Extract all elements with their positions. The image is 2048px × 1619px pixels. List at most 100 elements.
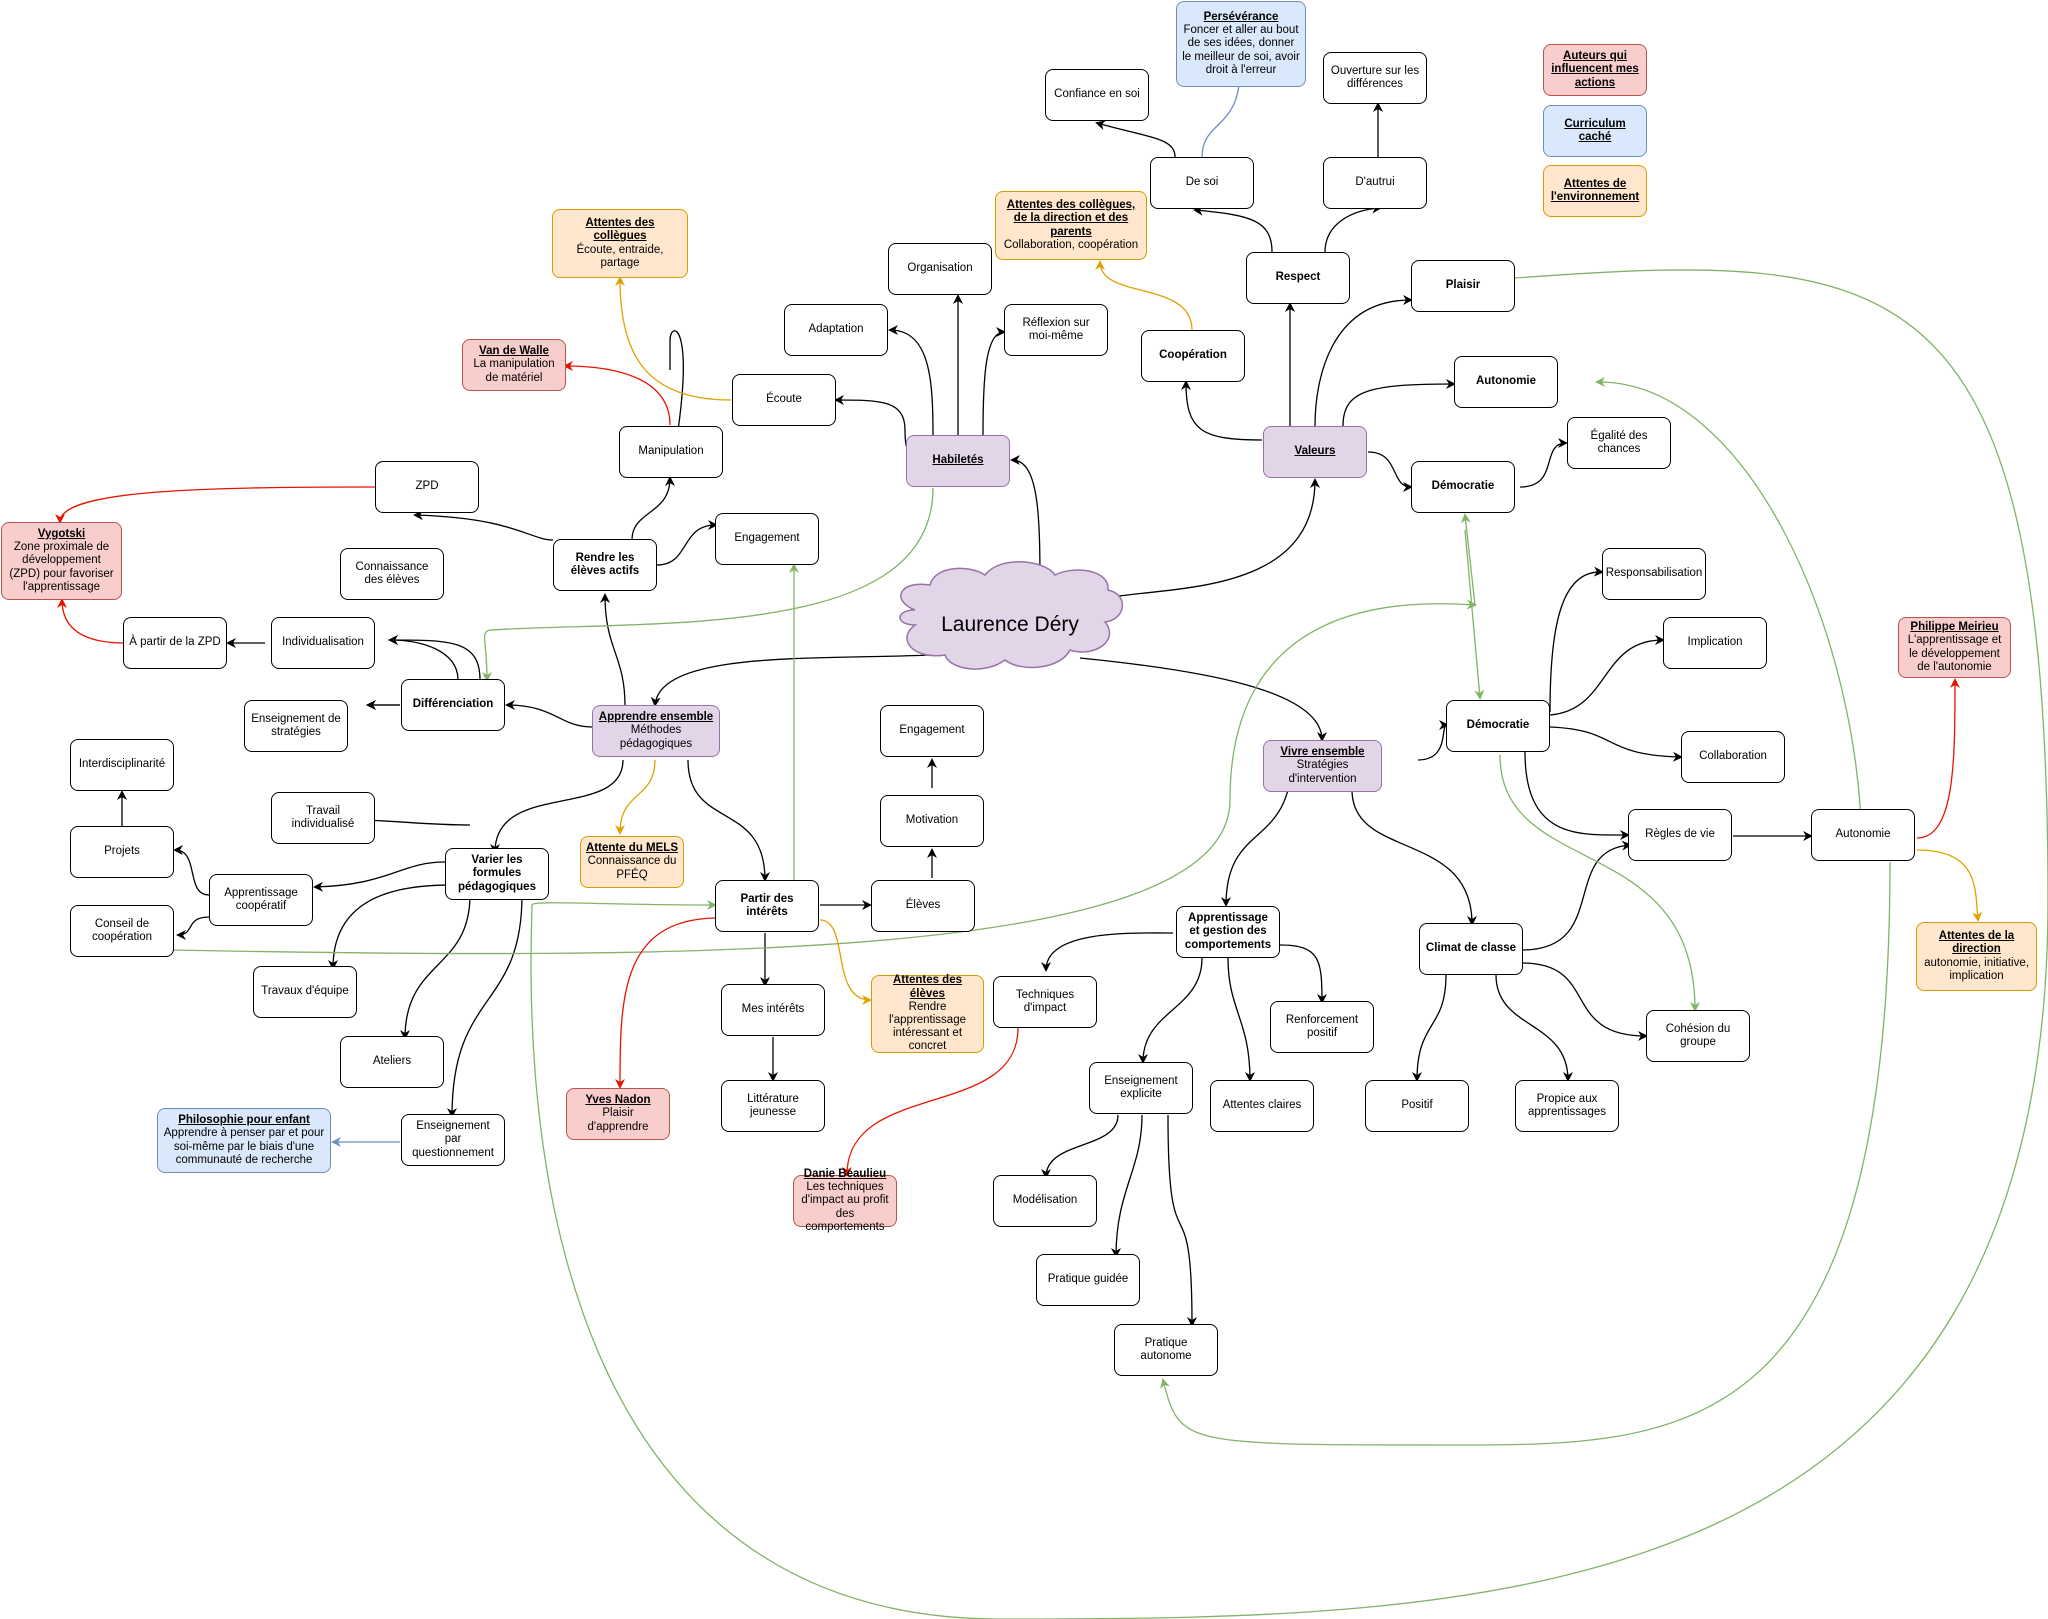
edge (1167, 1114, 1197, 1327)
node-adaptation: Adaptation (784, 304, 888, 356)
node-renforcement: Renforcement positif (1270, 1001, 1374, 1053)
edge (615, 917, 716, 1089)
node-respect: Respect (1246, 252, 1350, 304)
edge (490, 759, 624, 854)
node-ouverture: Ouverture sur les différences (1323, 52, 1427, 104)
edge (600, 593, 626, 707)
edge (615, 759, 656, 835)
node-confiance: Confiance en soi (1045, 69, 1149, 121)
edge (57, 598, 126, 644)
edge (1521, 840, 1632, 951)
node-collaboration: Collaboration (1681, 731, 1785, 783)
edge (169, 599, 1477, 955)
node-zpd: ZPD (375, 461, 479, 513)
edge (615, 276, 732, 401)
edge (388, 635, 481, 681)
edge (1111, 1114, 1143, 1258)
edge (313, 861, 446, 892)
node-projets: Projets (70, 826, 174, 878)
node-litterature: Littérature jeunesse (721, 1080, 825, 1132)
edge (1412, 974, 1447, 1082)
node-de-soi: De soi (1150, 157, 1254, 209)
edge (1549, 566, 1604, 713)
edge (388, 635, 459, 681)
center-cloud-shape (899, 561, 1124, 670)
node-organisation: Organisation (888, 243, 992, 295)
node-cohesion: Cohésion du groupe (1646, 1010, 1750, 1062)
node-pratique-guidee: Pratique guidée (1036, 1254, 1140, 1306)
node-attentes-claires: Attentes claires (1210, 1080, 1314, 1132)
node-differenciation: Différenciation (401, 679, 505, 731)
node-implication: Implication (1663, 617, 1767, 669)
node-responsabilisation: Responsabilisation (1602, 548, 1706, 600)
node-d-autrui: D'autrui (1323, 157, 1427, 209)
edge (1521, 962, 1648, 1041)
node-ateliers: Ateliers (340, 1036, 444, 1088)
edge (1160, 861, 1891, 1446)
node-app-gestion: Apprentissage et gestion des comportemen… (1176, 906, 1280, 958)
node-connaissance: Connaissance des élèves (340, 548, 444, 600)
node-democratie-mid: Démocratie (1446, 700, 1550, 752)
edge (1314, 295, 1413, 427)
edge (1342, 379, 1456, 427)
node-cooperation: Coopération (1141, 330, 1245, 382)
node-mes-interets: Mes intérêts (721, 984, 825, 1036)
edge (631, 476, 675, 541)
node-plaisir: Plaisir (1411, 260, 1515, 312)
node-egalite: Égalité des chances (1567, 417, 1671, 469)
node-propice: Propice aux apprentissages (1515, 1080, 1619, 1132)
node-climat: Climat de classe (1419, 923, 1523, 975)
edge (55, 486, 376, 524)
node-modelisation: Modélisation (993, 1175, 1097, 1227)
edge (1279, 944, 1327, 1004)
edge (505, 700, 593, 728)
node-engagement-mid: Engagement (880, 705, 984, 757)
edge (1916, 849, 1983, 922)
legend-authors: Auteurs qui influencent mes actions (1543, 44, 1647, 96)
edge (1495, 974, 1573, 1082)
node-conseil: Conseil de coopération (70, 905, 174, 957)
edge (1464, 529, 1485, 700)
edge (1193, 205, 1273, 253)
edge (1417, 720, 1449, 761)
edge (1095, 260, 1193, 331)
edge (888, 325, 934, 436)
node-engagement-top: Engagement (715, 513, 819, 565)
edge (173, 845, 210, 896)
node-autonomie-top: Autonomie (1454, 356, 1558, 408)
node-travaux-equipe: Travaux d'équipe (253, 966, 357, 1018)
edge (1595, 376, 1863, 857)
edge (400, 894, 471, 1040)
node-ens-strategies: Enseignement de stratégies (244, 700, 348, 752)
node-ens-explicite: Enseignement explicite (1089, 1062, 1193, 1114)
node-valeurs: Valeurs (1263, 426, 1367, 478)
node-eleves: Élèves (871, 880, 975, 932)
edge (1916, 678, 1960, 839)
node-motivation: Motivation (880, 795, 984, 847)
edge (819, 919, 872, 1005)
edge (1181, 380, 1263, 441)
node-app-coop: Apprentissage coopératif (209, 874, 313, 926)
edge (176, 916, 210, 940)
edge (1549, 635, 1665, 716)
edge (666, 330, 684, 480)
edge (982, 327, 1006, 436)
node-individualisation: Individualisation (271, 617, 375, 669)
legend-environment: Attentes de l'environnement (1543, 165, 1647, 217)
edge (1519, 438, 1568, 488)
node-pratique-autonome: Pratique autonome (1114, 1324, 1218, 1376)
node-ens-question: Enseignement par questionnement (401, 1114, 505, 1166)
edge (1095, 120, 1176, 158)
node-travail-individualise: Travail individualisé (271, 792, 375, 844)
